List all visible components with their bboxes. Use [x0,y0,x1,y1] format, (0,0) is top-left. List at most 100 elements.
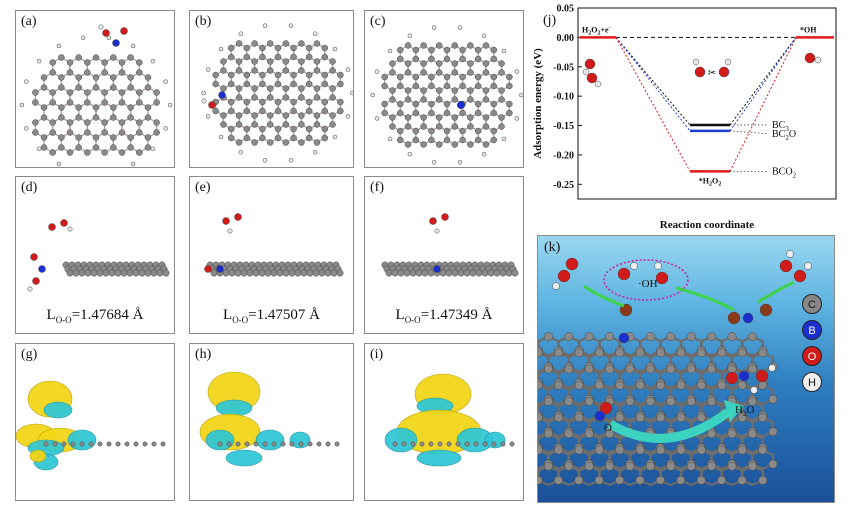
carbon-atom [768,427,778,437]
oxygen-atom [30,253,38,261]
carbon-atom [645,332,655,342]
hydrogen-atom [407,33,413,39]
carbon-atom [553,475,563,485]
carbon-atom [305,71,313,79]
carbon-atom [235,441,241,447]
carbon-atom [266,67,274,74]
carbon-atom [156,269,164,277]
panel-label-a: (a) [21,14,37,29]
oxygen-atom [727,311,741,325]
carbon-atom [554,348,564,358]
carbon-atom [144,134,152,141]
carbon-atom [84,149,91,156]
carbon-atom [676,348,686,358]
carbon-atom [49,89,56,96]
desorption-arrow [675,286,735,312]
carbon-atom [538,445,543,455]
carbon-atom [92,134,100,141]
structure-a [19,24,173,167]
carbon-atom [707,332,717,342]
oxygen-label: O [604,422,612,434]
carbon-atom [605,364,615,374]
energy-chart-svg: 0.050.00-0.05-0.10-0.15-0.20-0.25Adsorpt… [532,4,837,231]
carbon-atom [474,82,482,90]
charge-density-h [199,371,340,467]
carbon-atom [49,149,56,156]
carbon-atom [290,134,297,142]
carbon-atom [66,119,74,126]
carbon-atom [118,129,126,136]
carbon-atom [136,59,143,66]
carbon-atom [727,429,737,439]
hydrogen-atom [345,114,351,119]
carbon-atom [266,94,274,101]
structure-c [370,25,523,165]
carbon-atom [696,445,706,455]
carbon-atom [118,149,126,156]
oxygen-atom [718,66,730,78]
carbon-atom [428,136,435,144]
carbon-atom [457,269,465,277]
carbon-atom [253,441,259,447]
panel-label-g: (g) [21,347,38,362]
y-tick-label: -0.20 [553,150,574,161]
carbon-atom [75,104,82,111]
charge-accumulation-region [29,449,47,463]
carbon-atom [271,441,277,447]
carbon-atom [707,429,717,439]
carbon-atom [594,475,604,485]
carbon-atom [336,269,344,277]
carbon-atom [392,441,398,447]
carbon-atom [235,139,243,146]
carbon-atom [220,121,227,128]
carbon-atom [305,125,313,133]
panel-label-f: (f) [370,180,384,195]
carbon-atom [110,114,117,121]
carbon-atom [58,84,65,91]
carbon-atom [49,129,56,136]
carbon-atom [235,40,243,47]
carbon-atom [321,134,329,142]
carbon-atom [419,441,425,447]
carbon-atom [396,82,404,90]
carbon-atom [84,99,91,106]
carbon-atom [290,80,297,88]
carbon-atom [459,136,466,144]
charge-depletion-region [384,427,418,453]
carbon-atom [243,125,251,133]
carbon-atom [381,109,388,117]
carbon-atom [758,380,768,390]
carbon-atom [428,82,435,90]
carbon-atom [574,445,584,455]
carbon-atom [58,104,65,111]
carbon-atom [655,475,665,485]
hydrogen-atom [150,58,156,64]
carbon-atom [290,53,297,61]
carbon-atom [443,55,451,63]
carbon-atom [451,96,459,103]
carbon-atom [282,112,290,119]
carbon-atom [235,94,243,101]
hydrogen-atom [501,136,507,142]
carbon-atom [243,80,251,88]
scissors-icon: ✂ [708,68,716,79]
oxygen-atom [204,265,212,273]
carbon-atom [52,441,58,447]
carbon-atom [605,461,615,471]
y-tick-label: 0.00 [557,33,575,44]
oxygen-atom [599,401,613,415]
carbon-atom [266,40,274,47]
diffusion-arrow [607,408,731,443]
carbon-atom [84,89,91,96]
hydrogen-atom [238,149,244,155]
carbon-atom [420,141,427,148]
carbon-atom [252,269,260,277]
carbon-atom [313,85,321,92]
series-connector [729,37,797,132]
carbon-atom [32,99,39,106]
carbon-atom [289,441,295,447]
carbon-atom [228,269,236,277]
carbon-atom [415,269,423,277]
boron-atom [38,265,46,273]
hydrogen-atom [106,35,112,41]
